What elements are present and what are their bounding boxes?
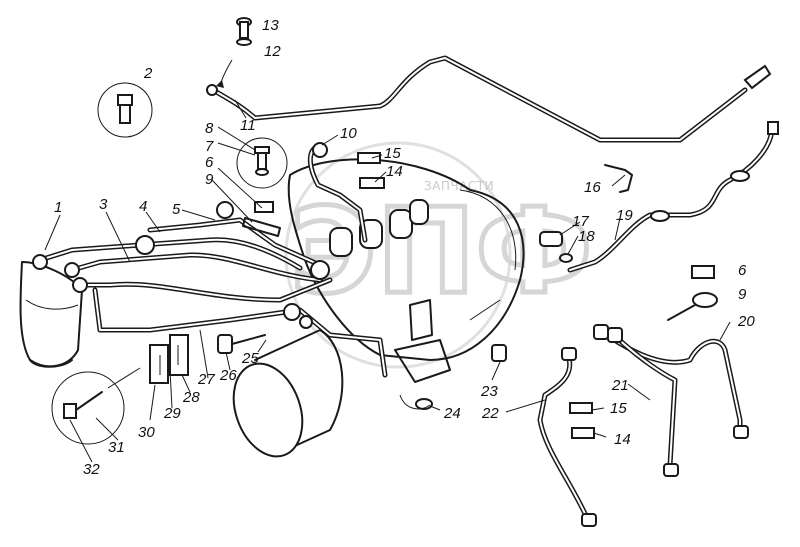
callout-3: 3 <box>99 196 108 213</box>
bracket-16 <box>604 164 633 193</box>
callout-10: 10 <box>340 125 357 142</box>
callout-9: 9 <box>205 171 214 188</box>
callout-7: 7 <box>205 138 214 155</box>
callout-29: 29 <box>163 405 181 422</box>
pipe-19 <box>567 121 779 273</box>
callout-6: 6 <box>205 154 214 171</box>
fitting-23 <box>399 344 507 410</box>
callout-32: 32 <box>83 461 100 478</box>
detail-circle-2 <box>97 82 153 138</box>
pipe-10 <box>307 142 368 243</box>
callout-2: 2 <box>143 65 153 82</box>
callout-24: 24 <box>443 405 461 422</box>
callout-16: 16 <box>584 179 601 196</box>
pipe-11 <box>206 55 772 143</box>
callout-26: 26 <box>219 367 237 384</box>
callout-4: 4 <box>139 198 147 215</box>
callout-19: 19 <box>616 207 633 224</box>
pump-elements <box>329 199 429 257</box>
callout-30: 30 <box>138 424 155 441</box>
detail-circle-31 <box>51 367 141 445</box>
callout-11: 11 <box>240 117 256 134</box>
callout-14-bottom: 14 <box>614 431 631 448</box>
callout-5: 5 <box>172 201 181 218</box>
callout-15-top: 15 <box>384 145 401 162</box>
filter-housing-left <box>19 261 83 368</box>
bolt-13 <box>236 17 252 46</box>
pipe-22 <box>537 347 597 527</box>
clamp-15-bottom <box>569 402 595 439</box>
watermark-ring <box>284 141 512 369</box>
pipe-bundle <box>32 201 388 378</box>
callout-21: 21 <box>611 377 629 394</box>
callout-1: 1 <box>54 199 62 216</box>
callout-labels: 1 2 3 4 5 6 7 8 9 10 11 12 13 14 15 16 1… <box>54 17 755 478</box>
callout-20: 20 <box>737 313 755 330</box>
bracket-28-30 <box>149 334 189 384</box>
callout-18: 18 <box>578 228 595 245</box>
callout-27: 27 <box>197 371 215 388</box>
callout-6-right: 6 <box>738 262 747 279</box>
callout-28: 28 <box>182 389 200 406</box>
callout-17: 17 <box>572 213 589 230</box>
leader-lines <box>44 99 731 463</box>
watermark-caption: ЗАПЧАСТИ <box>424 179 494 193</box>
detail-circle-8 <box>236 137 288 189</box>
callout-23: 23 <box>480 383 498 400</box>
pipes-20-21 <box>593 324 749 477</box>
clamp-6-right <box>667 265 718 321</box>
callout-22: 22 <box>481 405 499 422</box>
canister <box>232 329 344 458</box>
callout-9-right: 9 <box>738 286 747 303</box>
callout-13: 13 <box>262 17 279 34</box>
callout-14-top: 14 <box>386 163 403 180</box>
callout-8: 8 <box>205 120 214 137</box>
clamp-6-left <box>242 201 281 237</box>
callout-12: 12 <box>264 43 281 60</box>
fitting-17 <box>539 231 573 263</box>
callout-15-bottom: 15 <box>610 400 627 417</box>
callout-25: 25 <box>241 350 259 367</box>
callout-31: 31 <box>108 439 125 456</box>
bolt-26 <box>217 334 266 354</box>
clamp-15-top <box>357 152 385 189</box>
